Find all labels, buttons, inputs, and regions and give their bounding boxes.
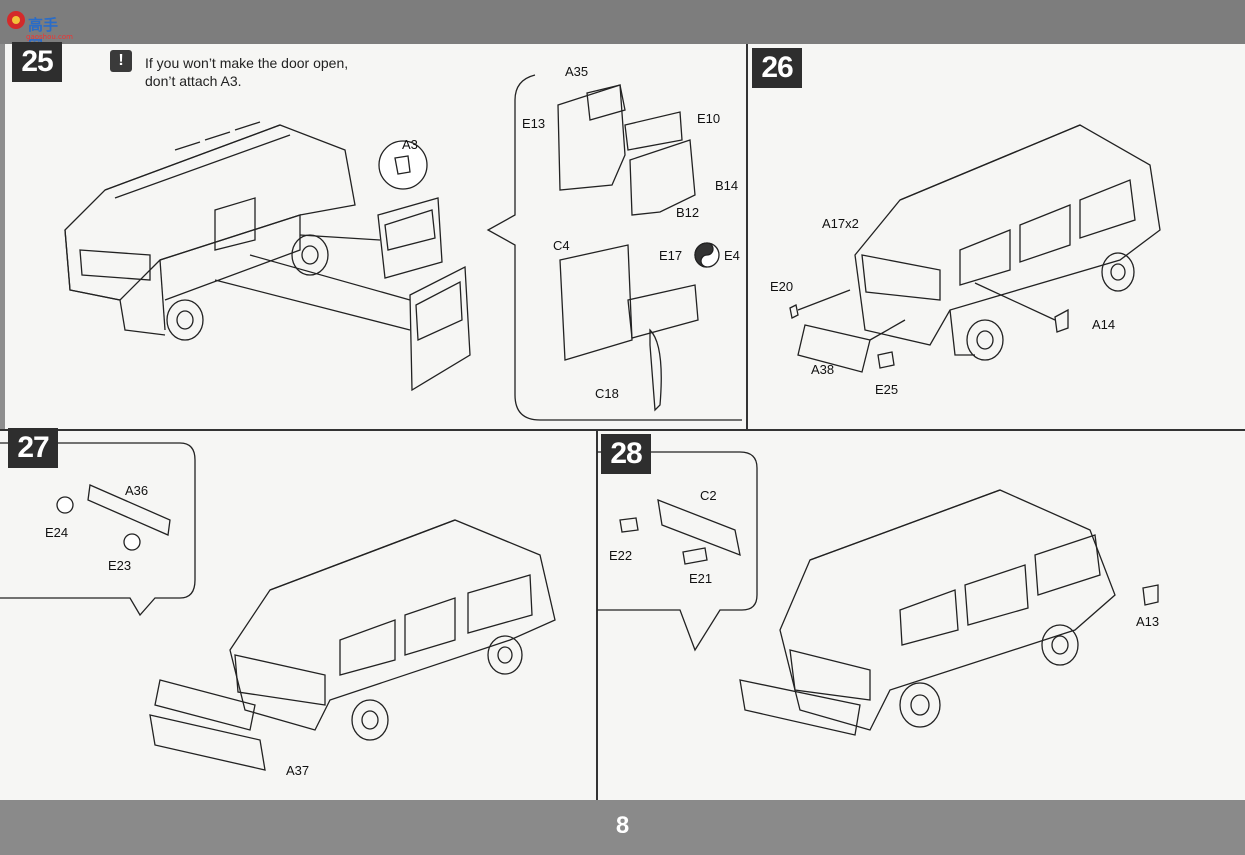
part-label-a35: A35 [565, 64, 589, 79]
part-label-c18: C18 [595, 386, 619, 401]
step-28-panel [597, 430, 1245, 800]
page-number: 8 [615, 812, 630, 839]
panel-divider [596, 430, 598, 800]
part-label-e24: E24 [45, 525, 69, 540]
panel-divider [0, 429, 1245, 431]
part-label-c4: C4 [553, 238, 570, 253]
part-label-e25: E25 [875, 382, 899, 397]
step-25-note: If you won’t make the door open, don’t a… [145, 54, 415, 90]
step-26-panel [747, 44, 1245, 430]
van-drawing-icon [64, 121, 356, 341]
step-number-26: 26 [752, 48, 802, 88]
part-label-b14: B14 [715, 178, 739, 193]
part-label-e23: E23 [108, 558, 132, 573]
top-bar [0, 0, 1245, 44]
part-label-e13: E13 [522, 116, 546, 131]
part-label-a37: A37 [286, 763, 310, 778]
note-line: don’t attach A3. [145, 73, 242, 89]
site-logo: 高手网 gaoshou.com [6, 6, 73, 55]
note-line: If you won’t make the door open, [145, 55, 349, 71]
part-label-e20: E20 [770, 279, 794, 294]
part-label-b12: B12 [676, 205, 700, 220]
step-number-25: 25 [12, 42, 62, 82]
step-number-27: 27 [8, 428, 58, 468]
part-label-e10: E10 [697, 111, 721, 126]
part-label-a36: A36 [125, 483, 149, 498]
panel-divider [746, 44, 748, 430]
step-number-28: 28 [601, 434, 651, 474]
part-label-e4: E4 [724, 248, 740, 263]
part-label-a17x2: A17x2 [822, 216, 859, 231]
bottom-bar [0, 800, 1245, 855]
part-label-a38: A38 [811, 362, 835, 377]
part-label-a14: A14 [1092, 317, 1116, 332]
warning-icon: ! [110, 50, 132, 72]
logo-subtext: gaoshou.com [26, 33, 73, 41]
part-label-e21: E21 [689, 571, 713, 586]
step-27-panel [0, 430, 597, 800]
part-label-e17: E17 [659, 248, 683, 263]
part-label-c2: C2 [700, 488, 717, 503]
logo-emblem-icon [7, 11, 25, 29]
part-label-a3: A3 [402, 137, 418, 152]
step-25-panel [5, 44, 747, 430]
part-label-a13: A13 [1136, 614, 1160, 629]
part-label-e22: E22 [609, 548, 633, 563]
